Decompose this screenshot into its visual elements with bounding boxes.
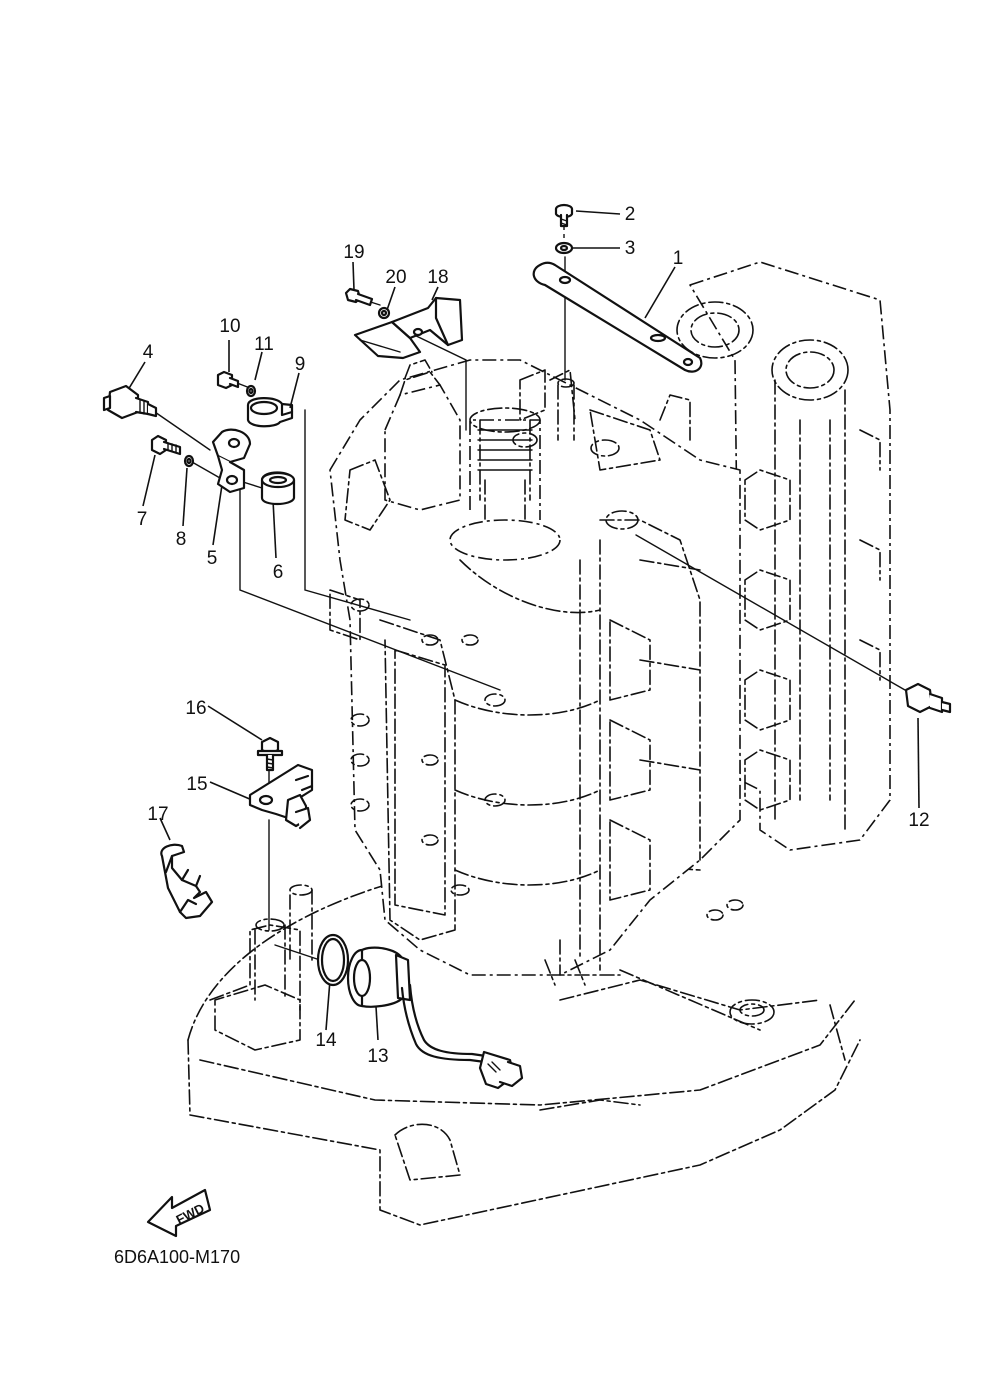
callout-10: 10 [219,316,240,337]
part-3-washer [554,241,574,255]
part-19-bolt [344,287,374,307]
part-13-connector [346,946,524,1090]
callout-17: 17 [147,804,168,825]
callout-15: 15 [186,774,207,795]
callout-14: 14 [315,1030,337,1051]
callout-3: 3 [625,238,636,259]
callout-12: 12 [908,810,929,831]
callout-6: 6 [273,562,284,583]
callout-1: 1 [673,248,684,269]
callout-9: 9 [295,354,306,375]
part-4-sensor [102,384,158,420]
part-9-clamp [246,397,294,428]
fwd-arrow: FWD [146,1188,212,1238]
part-10-bolt [216,370,240,390]
part-5-bracket [211,428,252,494]
part-1-plate [532,261,703,373]
callout-20: 20 [385,267,406,288]
callout-2: 2 [625,204,636,225]
callout-16: 16 [185,698,206,719]
part-18-bracket [353,296,464,360]
callout-19: 19 [343,242,364,263]
part-8-washer [183,454,195,468]
callout-18: 18 [427,267,448,288]
part-2-bolt [554,203,574,228]
part-17-clip [160,843,214,920]
callout-8: 8 [176,529,187,550]
callout-11: 11 [254,334,274,355]
part-6-grommet [260,471,296,506]
callout-labels: 1 2 3 4 5 6 7 8 9 10 11 12 13 14 15 16 1… [137,204,930,1067]
part-16-bolt [256,736,284,772]
part-14-oring [316,933,350,987]
callout-13: 13 [367,1046,388,1067]
powerhead-outline [329,261,891,986]
callout-5: 5 [207,548,218,569]
part-7-bolt [150,434,182,456]
part-15-holder [248,763,314,830]
diagram-code: 6D6A100-M170 [114,1247,240,1267]
callout-7: 7 [137,509,148,530]
bottom-cowling-outline [187,859,861,1226]
part-20-washer [377,306,391,320]
part-12-sensor [904,682,952,714]
part-11-washer [245,384,257,398]
callout-4: 4 [143,342,154,363]
